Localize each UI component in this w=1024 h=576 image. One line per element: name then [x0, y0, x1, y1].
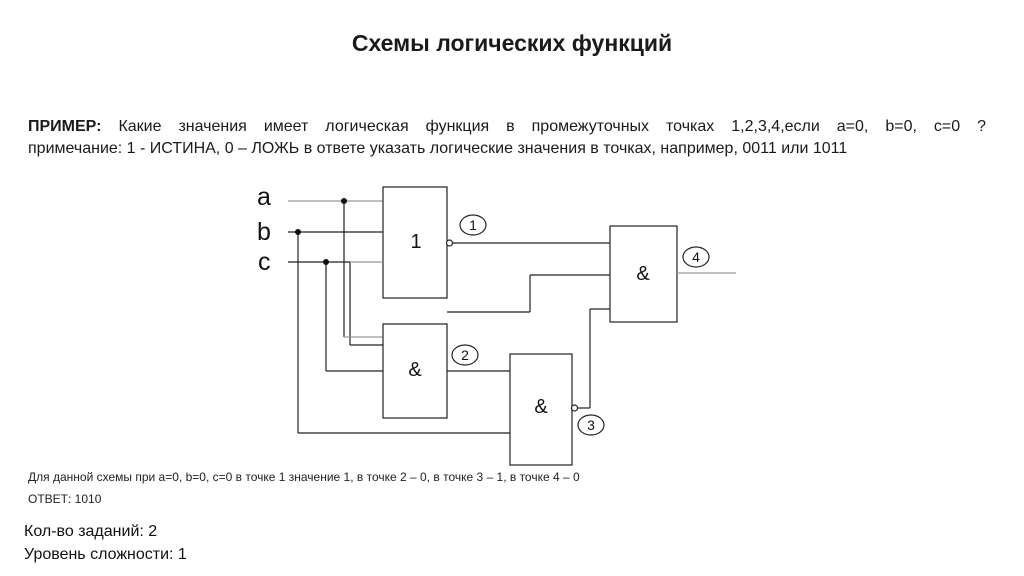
- example-label: ПРИМЕР:: [28, 118, 102, 135]
- point-1-label: 1: [469, 217, 477, 233]
- answer-text: ОТВЕТ: 1010: [28, 492, 102, 506]
- point-3-label: 3: [587, 417, 595, 433]
- point-2-label: 2: [461, 347, 469, 363]
- gate-1-label: 1: [410, 231, 421, 253]
- example-question: Какие значения имеет логическая функция …: [118, 118, 986, 135]
- explanation-text: Для данной схемы при a=0, b=0, c=0 в точ…: [28, 470, 580, 484]
- gate-3-label: &: [534, 396, 548, 418]
- point-4-label: 4: [692, 249, 700, 265]
- difficulty-level: Уровень сложности: 1: [24, 546, 187, 563]
- input-label-c: c: [258, 248, 271, 276]
- input-label-b: b: [257, 218, 271, 246]
- tasks-count: Кол-во заданий: 2: [24, 523, 158, 540]
- input-label-a: a: [257, 183, 271, 211]
- page-title: Схемы логических функций: [351, 30, 673, 56]
- example-note: примечание: 1 - ИСТИНА, 0 – ЛОЖЬ в ответ…: [28, 140, 848, 157]
- example-question-line: ПРИМЕР: Какие значения имеет логическая …: [28, 116, 986, 138]
- example-block: ПРИМЕР: Какие значения имеет логическая …: [28, 116, 986, 160]
- gate-4-label: &: [636, 263, 650, 285]
- gate-2-label: &: [408, 359, 422, 381]
